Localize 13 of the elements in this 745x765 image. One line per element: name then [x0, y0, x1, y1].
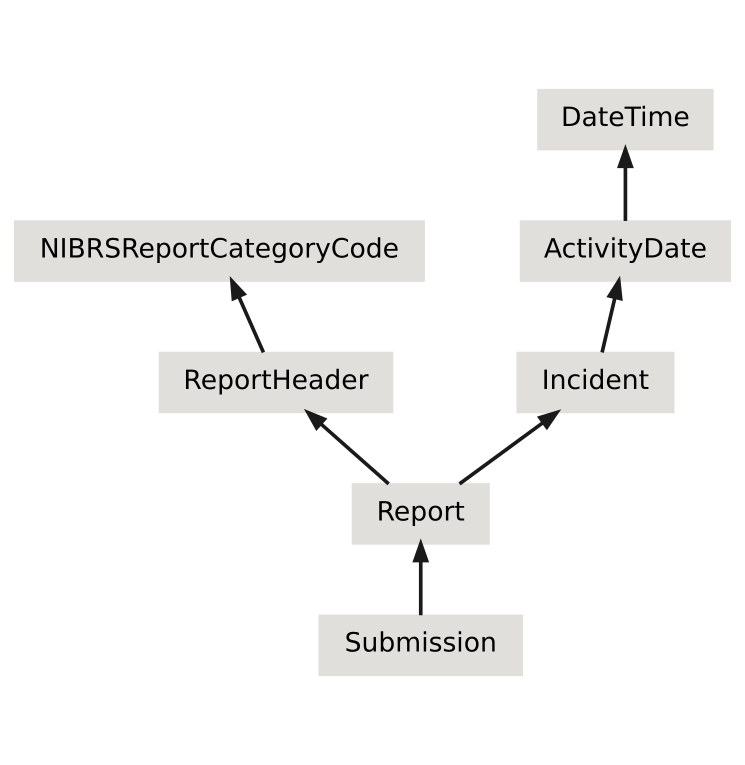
- node-box: ActivityDate: [520, 220, 732, 282]
- node-box: DateTime: [537, 88, 714, 150]
- arrow: [412, 538, 430, 616]
- arrow: [617, 144, 634, 221]
- arrow: [458, 409, 562, 486]
- arrow: [304, 408, 390, 486]
- arrow: [600, 276, 623, 353]
- node-box: NIBRSReportCategoryCode: [14, 220, 425, 282]
- arrow: [230, 276, 266, 354]
- node-box: Incident: [516, 352, 674, 414]
- node-box: ReportHeader: [158, 352, 394, 414]
- node-box: Submission: [318, 614, 524, 676]
- node-box: Report: [352, 483, 490, 545]
